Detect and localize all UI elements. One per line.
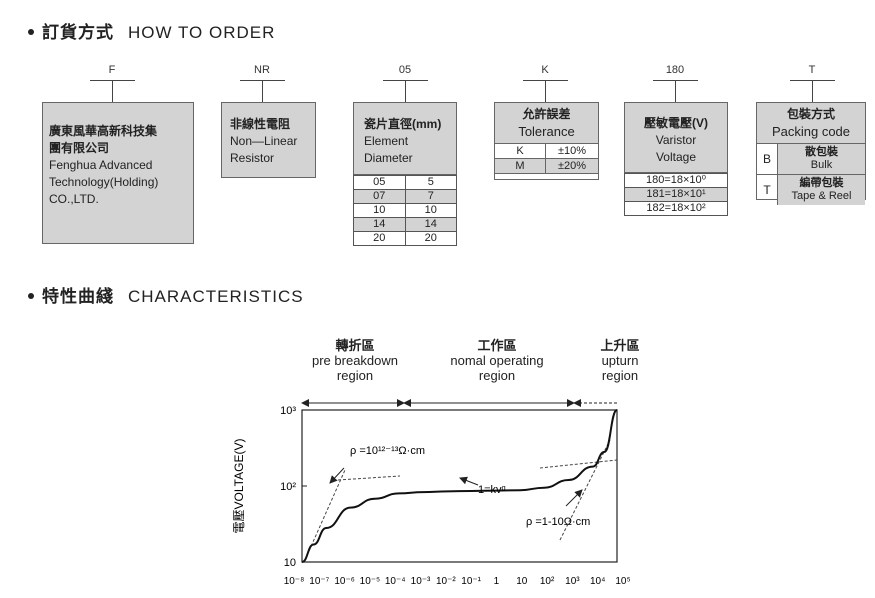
diameter-label-en: Element xyxy=(364,134,409,148)
bullet-icon xyxy=(28,292,34,299)
diameter-box: 瓷片直徑(mm) Element Diameter xyxy=(353,102,457,175)
code-label-tolerance: K xyxy=(541,64,549,76)
x-tick-label: 1 xyxy=(494,576,500,587)
voltage-label-en: Varistor xyxy=(655,133,697,147)
annotation-arrow-kv xyxy=(459,476,479,486)
code-connector xyxy=(675,80,676,102)
plot-frame xyxy=(301,409,618,563)
maker-name-en: Fenghua Advanced xyxy=(49,158,153,172)
x-tick-label: 10⁻⁴ xyxy=(385,576,406,587)
table-row: K ±10% xyxy=(495,144,598,159)
bullet-icon xyxy=(28,28,34,35)
y-tick-label: 10³ xyxy=(280,405,296,417)
maker-name-en: CO.,LTD. xyxy=(49,192,99,206)
table-row: M ±20% xyxy=(495,159,598,174)
diameter-label-en: Diameter xyxy=(364,151,413,165)
annotation-arrow-resistivity-low xyxy=(565,489,583,507)
table-row: 182=18×10² xyxy=(624,201,728,216)
x-tick-label: 10⁻⁷ xyxy=(309,576,329,587)
x-tick-label: 10³ xyxy=(565,576,580,587)
x-tick-label: 10⁻¹ xyxy=(461,576,481,587)
type-box: 非線性電阻 Non—Linear Resistor xyxy=(221,102,316,178)
x-tick-label: 10⁴ xyxy=(590,576,605,587)
vi-curve-series xyxy=(301,409,618,563)
packing-label-en: Packing code xyxy=(771,124,851,139)
tolerance-label-en: Tolerance xyxy=(518,124,575,139)
tolerance-box: 允許誤差 Tolerance K ±10% M ±20% xyxy=(494,102,599,180)
code-label-diameter: 05 xyxy=(398,64,412,76)
maker-box: 廣東風華高新科技集 團有限公司 Fenghua Advanced Technol… xyxy=(42,102,194,244)
x-tick-label: 10⁻⁸ xyxy=(284,576,305,587)
voltage-label-zh: 壓敏電壓(V) xyxy=(644,116,708,130)
maker-name-zh: 廣東風華高新科技集 xyxy=(49,124,158,138)
voltage-label-en: Voltage xyxy=(655,150,697,164)
code-connector xyxy=(262,80,263,102)
x-tick-label: 10² xyxy=(540,576,555,587)
region-label-operating: 工作區 nomal operating region xyxy=(450,338,544,383)
annotation-resistivity-high: ρ =10¹²⁻¹³Ω·cm xyxy=(350,445,425,457)
voltage-table: 180=18×10⁰ 181=18×10¹ 182=18×10² xyxy=(624,173,728,216)
annotation-kv: 1=kvᵅ xyxy=(478,484,506,496)
table-row: 180=18×10⁰ xyxy=(624,173,728,188)
annotation-arrow-resistivity-high xyxy=(329,467,345,484)
code-label-maker: F xyxy=(108,64,116,76)
y-tick-label: 10² xyxy=(280,481,296,493)
x-tick-label: 10⁻² xyxy=(436,576,456,587)
tangent-line-mid xyxy=(337,475,401,481)
y-axis-label: 電壓VOLTAGE(V) xyxy=(232,439,246,534)
packing-box: 包裝方式 Packing code B 散包裝 Bulk T 編帶包裝 Tape… xyxy=(756,102,866,205)
tolerance-label-zh: 允許誤差 xyxy=(522,107,571,121)
x-tick-label: 10⁻⁵ xyxy=(360,576,381,587)
code-label-type: NR xyxy=(254,64,270,76)
packing-label-zh: 包裝方式 xyxy=(786,107,835,121)
region-label-upturn: 上升區 upturn region xyxy=(600,338,640,383)
diameter-label-zh: 瓷片直徑(mm) xyxy=(364,117,442,131)
annotation-resistivity-low: ρ =1-10Ω·cm xyxy=(526,516,590,528)
code-connector xyxy=(545,80,546,102)
code-connector xyxy=(405,80,406,102)
table-row: B 散包裝 Bulk xyxy=(757,144,865,175)
tangent-line-upturn xyxy=(559,439,611,541)
y-tick-label: 10 xyxy=(284,557,296,569)
code-connector xyxy=(112,80,113,102)
x-tick-label: 10⁵ xyxy=(615,576,630,587)
region-label-prebreakdown: 轉折區 pre breakdown region xyxy=(312,338,398,383)
x-tick-label: 10⁻³ xyxy=(411,576,431,587)
type-label-en: Resistor xyxy=(230,151,275,165)
table-row: T 編帶包裝 Tape & Reel xyxy=(757,175,865,205)
code-label-packing: T xyxy=(808,64,816,76)
code-label-voltage: 180 xyxy=(665,64,685,76)
type-label-zh: 非線性電阻 xyxy=(230,117,291,131)
code-connector xyxy=(812,80,813,102)
type-label-en: Non—Linear xyxy=(230,134,298,148)
tangent-line-high xyxy=(539,459,618,469)
x-tick-label: 10 xyxy=(516,576,528,587)
maker-name-zh2: 團有限公司 xyxy=(49,141,110,155)
voltage-box: 壓敏電壓(V) Varistor Voltage xyxy=(624,102,728,173)
x-tick-label: 10⁻⁶ xyxy=(334,576,355,587)
maker-name-en: Technology(Holding) xyxy=(49,175,159,189)
